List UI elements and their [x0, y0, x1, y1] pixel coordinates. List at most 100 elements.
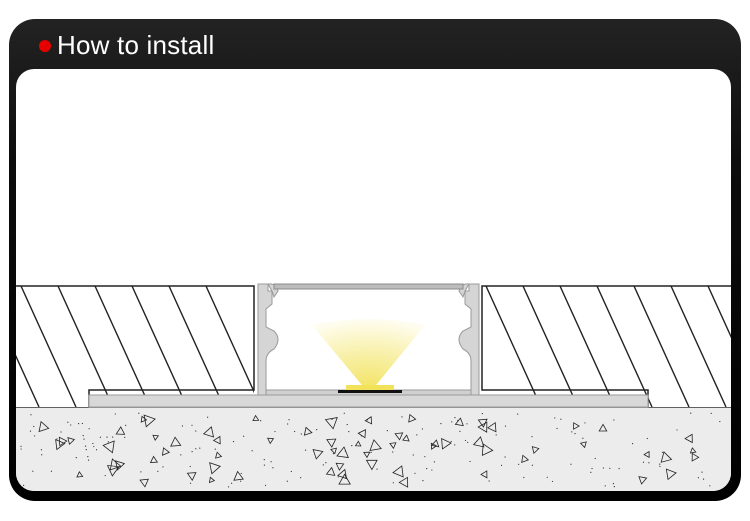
concrete-grain	[710, 412, 712, 414]
concrete-grain	[343, 412, 345, 414]
concrete-grain	[112, 436, 114, 438]
concrete-aggregate	[338, 473, 351, 485]
concrete-aggregate	[267, 437, 275, 445]
concrete-grain	[214, 448, 216, 450]
concrete-grain	[189, 482, 192, 484]
concrete-grain	[290, 470, 292, 473]
concrete-aggregate	[402, 434, 410, 442]
concrete-aggregate	[208, 476, 216, 484]
concrete-aggregate	[481, 443, 494, 457]
concrete-grain	[481, 412, 483, 415]
concrete-grain	[23, 484, 25, 487]
concrete-grain	[450, 440, 452, 443]
concrete-aggregate	[430, 439, 440, 448]
concrete-aggregate	[408, 413, 417, 423]
concrete-aggregate	[149, 455, 159, 463]
concrete-grain	[99, 436, 102, 438]
concrete-grain	[264, 484, 267, 486]
concrete-aggregate	[579, 441, 587, 449]
concrete-grain	[594, 457, 596, 460]
concrete-grain	[412, 454, 414, 456]
concrete-grain	[424, 456, 426, 458]
concrete-aggregate	[55, 439, 66, 451]
concrete-grain	[41, 454, 43, 456]
concrete-grain	[609, 467, 611, 469]
concrete-grain	[83, 438, 85, 440]
concrete-grain	[60, 431, 62, 433]
concrete-grain	[709, 485, 711, 487]
concrete-aggregate	[152, 434, 160, 441]
concrete-grain	[180, 454, 182, 456]
concrete-grain	[231, 482, 233, 484]
concrete-grain	[689, 434, 691, 437]
concrete-grain	[631, 443, 634, 445]
concrete-aggregate	[325, 466, 336, 476]
concrete-grain	[93, 445, 95, 448]
concrete-grain	[70, 424, 72, 426]
concrete-aggregate	[212, 435, 221, 445]
concrete-aggregate	[109, 458, 122, 471]
concrete-aggregate	[330, 447, 338, 455]
concrete-grain	[676, 429, 678, 431]
diagram-panel	[16, 69, 731, 491]
concrete-grain	[414, 472, 416, 474]
concrete-grain	[191, 424, 193, 426]
concrete-aggregate	[233, 470, 244, 481]
concrete-aggregate	[140, 415, 148, 423]
concrete-aggregate	[660, 451, 673, 463]
concrete-grain	[661, 451, 664, 453]
concrete-grain	[467, 441, 469, 443]
concrete-aggregate	[337, 468, 348, 480]
concrete-grain	[459, 430, 461, 432]
concrete-aggregate	[521, 454, 530, 463]
concrete-aggregate	[115, 426, 126, 435]
concrete-grain	[416, 434, 418, 436]
concrete-grain	[82, 434, 84, 437]
concrete-aggregate	[326, 438, 337, 448]
concrete-grain	[294, 430, 296, 433]
concrete-grain	[690, 412, 692, 414]
concrete-grain	[421, 428, 424, 430]
concrete-grain	[304, 449, 307, 451]
concrete-aggregate	[369, 439, 382, 451]
concrete-aggregate	[161, 447, 171, 456]
concrete-grain	[33, 425, 35, 428]
concrete-grain	[570, 463, 572, 465]
concrete-grain	[504, 425, 507, 427]
concrete-aggregate	[303, 426, 313, 436]
concrete-grain	[551, 480, 554, 483]
concrete-grain	[162, 466, 164, 468]
concrete-grain	[85, 449, 87, 451]
concrete-grain	[75, 457, 77, 459]
concrete-grain	[263, 464, 266, 466]
concrete-aggregate	[186, 472, 197, 482]
concrete-grain	[701, 471, 703, 473]
concrete-grain	[300, 433, 302, 435]
concrete-grain	[719, 420, 721, 423]
concrete-aggregate	[209, 462, 221, 475]
concrete-grain	[286, 480, 288, 482]
concrete-grain	[232, 440, 235, 443]
concrete-grain	[78, 423, 80, 425]
concrete-grain	[274, 430, 276, 433]
concrete-grain	[500, 464, 503, 466]
concrete-grain	[20, 445, 22, 447]
concrete-grain	[87, 456, 89, 458]
concrete-aggregate	[394, 432, 404, 441]
concrete-grain	[346, 423, 348, 426]
card-title: How to install	[57, 29, 215, 60]
concrete-grain	[560, 418, 562, 420]
concrete-grain	[316, 429, 318, 431]
concrete-grain	[648, 462, 650, 464]
concrete-aggregate	[441, 437, 452, 450]
concrete-grain	[67, 421, 69, 423]
concrete-grain	[531, 464, 533, 466]
concrete-grain	[104, 474, 106, 477]
concrete-aggregate	[312, 449, 324, 460]
concrete-aggregate	[102, 440, 115, 454]
concrete-grain	[531, 436, 533, 438]
concrete-grain	[251, 450, 253, 452]
concrete-grain	[195, 448, 197, 450]
concrete-aggregate	[106, 465, 120, 477]
red-bullet-icon	[39, 40, 51, 52]
